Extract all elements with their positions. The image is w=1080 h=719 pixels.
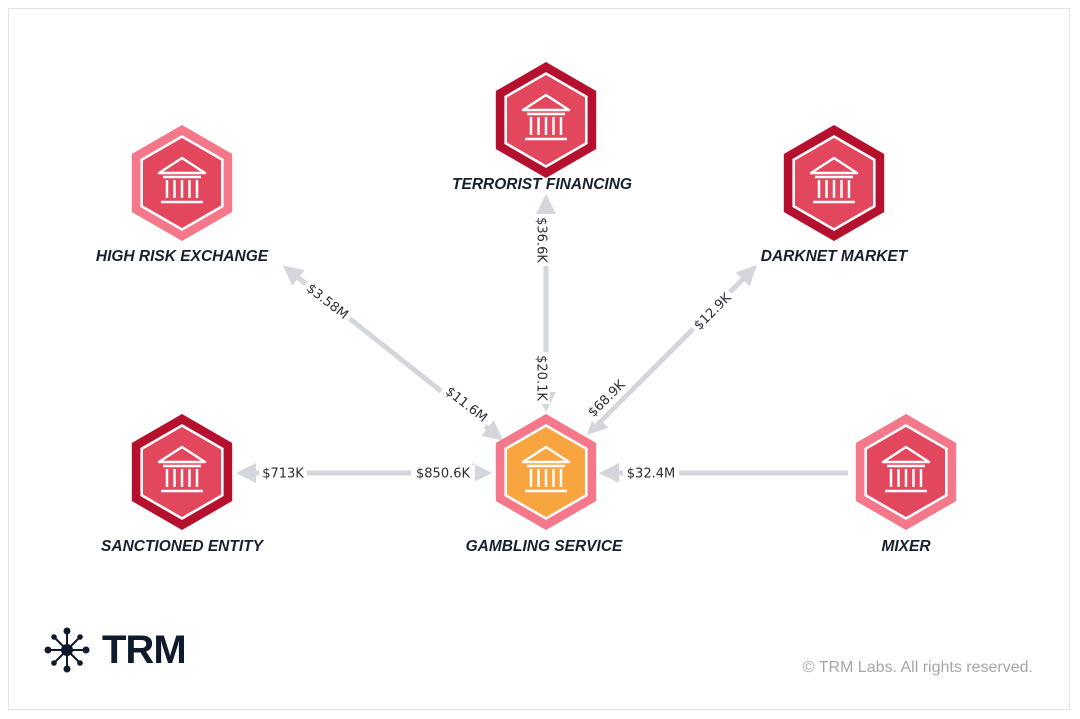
edge-label: $20.1K	[534, 355, 549, 401]
node-high-risk[interactable]	[131, 125, 233, 241]
network-logo-icon	[44, 627, 90, 673]
node-darknet[interactable]	[783, 125, 885, 241]
edge-label: $713K	[262, 467, 304, 482]
edge-label: $32.4M	[627, 467, 675, 482]
node-label-sanctioned-entity: SANCTIONED ENTITY	[101, 538, 265, 555]
diagram-frame	[8, 8, 1070, 710]
node-sanctioned[interactable]	[131, 414, 233, 530]
node-label-gambling-service: GAMBLING SERVICE	[466, 538, 623, 555]
node-terrorist[interactable]	[495, 62, 597, 178]
edge-label: $11.6M	[442, 384, 489, 426]
node-label-mixer: MIXER	[881, 538, 931, 555]
node-label-darknet-market: DARKNET MARKET	[761, 248, 909, 265]
edge-label: $36.6K	[534, 217, 549, 263]
edge-label: $850.6K	[416, 467, 470, 482]
node-mixer[interactable]	[855, 414, 957, 530]
edge-label: $3.58M	[303, 281, 350, 323]
node-label-terrorist-financing: TERRORIST FINANCING	[452, 176, 632, 193]
copyright: © TRM Labs. All rights reserved.	[802, 659, 1033, 676]
edge-label: $12.9K	[692, 290, 735, 333]
node-gambling[interactable]	[495, 414, 597, 530]
logo-text: TRM	[102, 627, 187, 672]
node-label-high-risk-exchange: HIGH RISK EXCHANGE	[96, 248, 269, 265]
trm-logo: TRM	[42, 625, 187, 675]
